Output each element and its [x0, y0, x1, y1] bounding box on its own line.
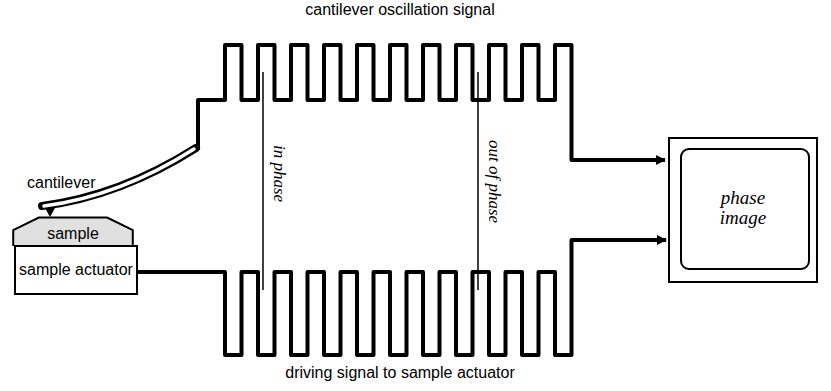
driving-signal [138, 240, 666, 355]
phase-note: out of phase [484, 140, 503, 223]
part-name: cantilever [27, 174, 95, 192]
cantilever-tip [45, 208, 55, 217]
phase-note: in phase [269, 145, 288, 202]
phase-image-display: phase image [668, 137, 818, 283]
out-of-phase-line [477, 72, 479, 290]
sample-outline [13, 218, 133, 247]
signal-title: driving signal to sample actuator [283, 364, 516, 382]
node-label: sample actuator [19, 261, 133, 279]
cantilever-oscillation-signal [198, 45, 665, 160]
in-phase-line [262, 72, 264, 290]
display-title: phase image [707, 188, 779, 228]
sample-actuator-box: sample actuator [14, 245, 138, 295]
signal-title: cantilever oscillation signal [305, 1, 494, 19]
sample-block: sample [12, 216, 134, 246]
node-label: sample [47, 225, 99, 243]
